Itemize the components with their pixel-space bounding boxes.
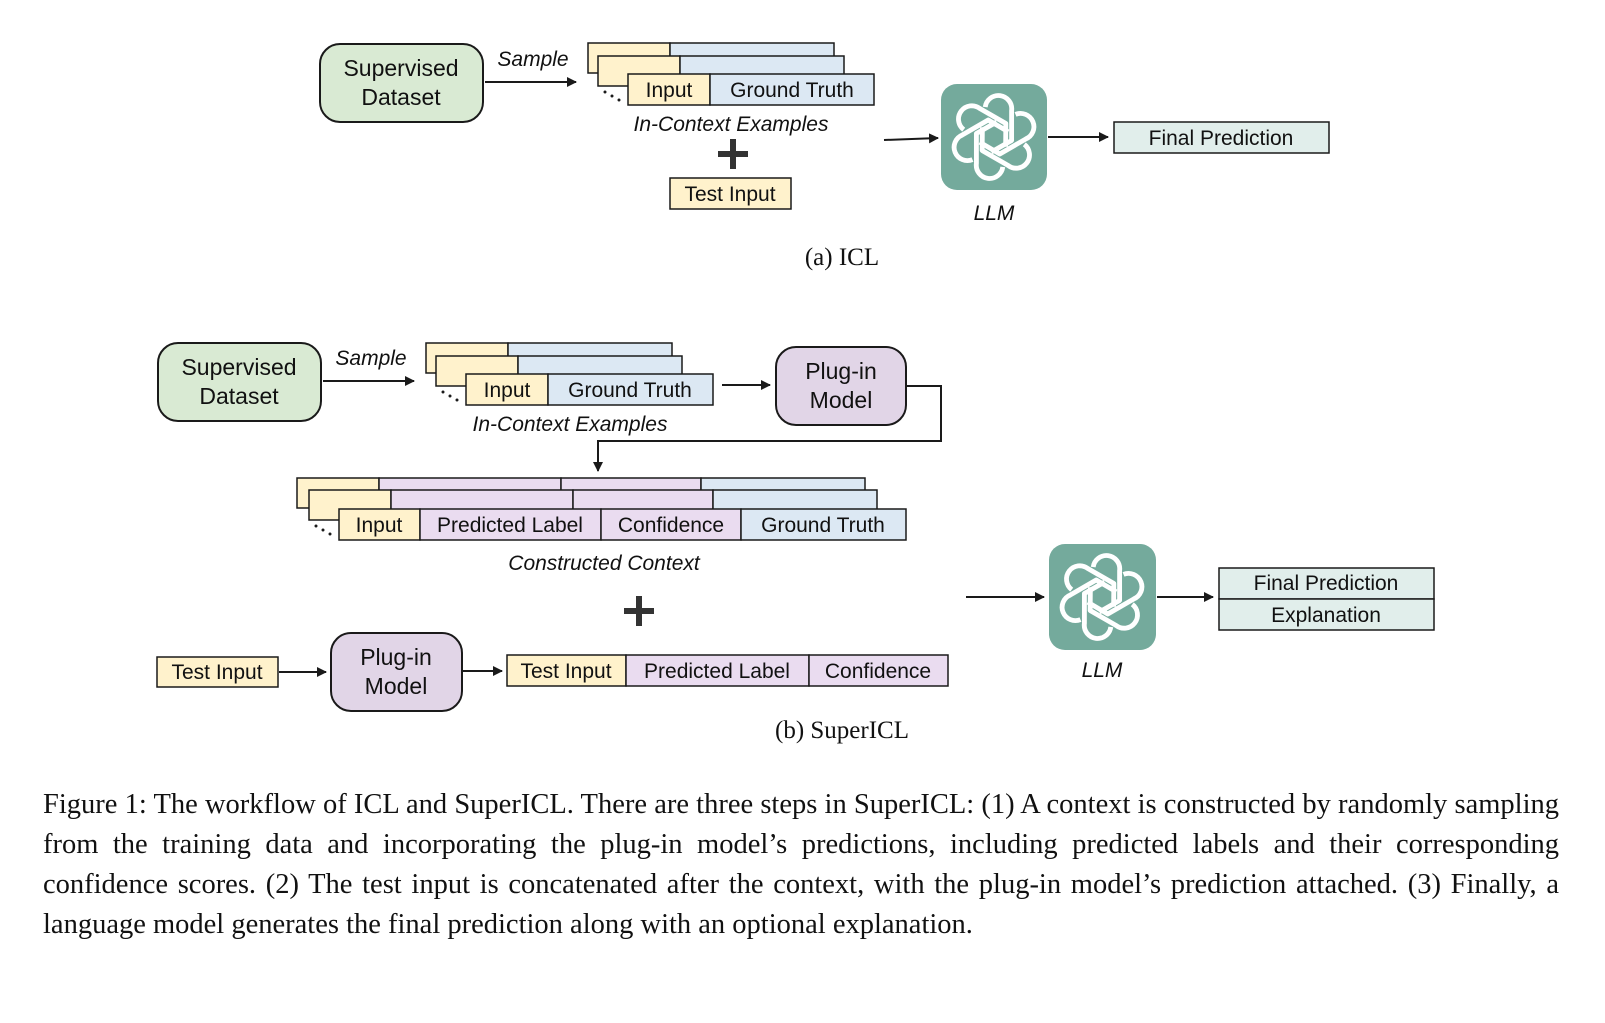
figure-caption-label: Figure 1:	[43, 789, 147, 820]
supericl-plugin-model-box-2: Plug-in Model	[330, 632, 463, 712]
supericl-input-label: Input	[484, 379, 531, 402]
plugin-to-context-arrow	[593, 385, 942, 472]
supericl-final-prediction-label: Final Prediction	[1254, 572, 1399, 595]
supericl-plugin-label-line2: Model	[810, 387, 873, 413]
figure-caption: Figure 1: The workflow of ICL and SuperI…	[43, 785, 1559, 945]
icl-panel: Supervised Dataset Sample Input Ground T…	[319, 42, 1330, 271]
row-confidence-cell	[808, 654, 949, 687]
supericl-dataset-label-line1: Supervised	[181, 354, 296, 380]
icl-ground-truth-label: Ground Truth	[730, 79, 854, 102]
icl-ground-truth-cell	[709, 73, 875, 106]
supericl-llm-label: LLM	[1082, 659, 1123, 682]
supericl-sample-label: Sample	[335, 347, 406, 370]
context-input-label: Input	[356, 514, 403, 537]
icl-input-label: Input	[646, 79, 693, 102]
supericl-in-context-examples-label: In-Context Examples	[473, 413, 668, 436]
row-confidence-label: Confidence	[825, 660, 931, 683]
supericl-final-output-box: Final Prediction Explanation	[1218, 567, 1435, 631]
icl-llm-label: LLM	[974, 202, 1015, 225]
context-ground-truth-cell	[740, 508, 907, 541]
icl-llm-box	[941, 84, 1047, 190]
supericl-supervised-dataset-box: Supervised Dataset	[157, 342, 322, 422]
figure-caption-text: The workflow of ICL and SuperICL. There …	[43, 789, 1559, 940]
icl-test-input-label: Test Input	[684, 183, 775, 206]
context-input-cell	[338, 508, 421, 541]
supericl-dataset-label-line2: Dataset	[199, 383, 279, 409]
row-test-input-label: Test Input	[520, 660, 611, 683]
context-confidence-label: Confidence	[618, 514, 724, 537]
icl-ellipsis-dots	[603, 90, 621, 102]
plus-icon	[718, 139, 748, 169]
context-ellipsis-dots	[314, 524, 332, 536]
supericl-input-cell	[465, 373, 549, 406]
icl-subcaption: (a) ICL	[805, 244, 879, 271]
supericl-plugin-model-box: Plug-in Model	[775, 346, 907, 426]
constructed-context-stack: Input Predicted Label Confidence Ground …	[296, 477, 907, 541]
icl-to-llm-arrow	[883, 133, 939, 144]
icl-final-prediction-box	[1113, 121, 1330, 154]
icl-final-prediction-label: Final Prediction	[1149, 127, 1294, 150]
supericl-in-context-examples-stack: Input Ground Truth	[425, 342, 714, 406]
icl-dataset-label-line1: Supervised	[343, 55, 458, 81]
supericl-ground-truth-label: Ground Truth	[568, 379, 692, 402]
supericl-plugin2-label-line1: Plug-in	[360, 644, 432, 670]
icl-in-context-examples-label: In-Context Examples	[634, 113, 829, 136]
icl-in-context-examples-stack: Input Ground Truth	[587, 42, 875, 106]
supericl-plugin2-label-line2: Model	[365, 673, 428, 699]
supericl-test-input-label: Test Input	[171, 661, 262, 684]
supericl-ellipsis-dots	[441, 390, 459, 402]
constructed-context-label: Constructed Context	[508, 552, 701, 575]
icl-supervised-dataset-box: Supervised Dataset	[319, 43, 484, 123]
supericl-plugin-label-line1: Plug-in	[805, 358, 877, 384]
supericl-panel: Supervised Dataset Sample Input Ground T…	[156, 342, 1435, 744]
context-ground-truth-label: Ground Truth	[761, 514, 885, 537]
supericl-test-input-box	[156, 656, 279, 688]
supericl-llm-box	[1049, 544, 1156, 650]
supericl-ground-truth-cell	[547, 373, 714, 406]
icl-dataset-label-line2: Dataset	[361, 84, 441, 110]
plus-icon	[624, 596, 654, 626]
row-predicted-label-label: Predicted Label	[644, 660, 790, 683]
workflow-diagram: Supervised Dataset Sample Input Ground T…	[156, 42, 1435, 744]
icl-test-input-box	[669, 177, 792, 210]
icl-sample-label: Sample	[497, 48, 568, 71]
supericl-final-prediction-cell	[1218, 567, 1435, 600]
supericl-explanation-cell	[1218, 598, 1435, 631]
context-predicted-label-label: Predicted Label	[437, 514, 583, 537]
supericl-explanation-label: Explanation	[1271, 604, 1381, 627]
supericl-subcaption: (b) SuperICL	[775, 717, 909, 744]
test-prediction-row: Test Input Predicted Label Confidence	[506, 654, 949, 687]
